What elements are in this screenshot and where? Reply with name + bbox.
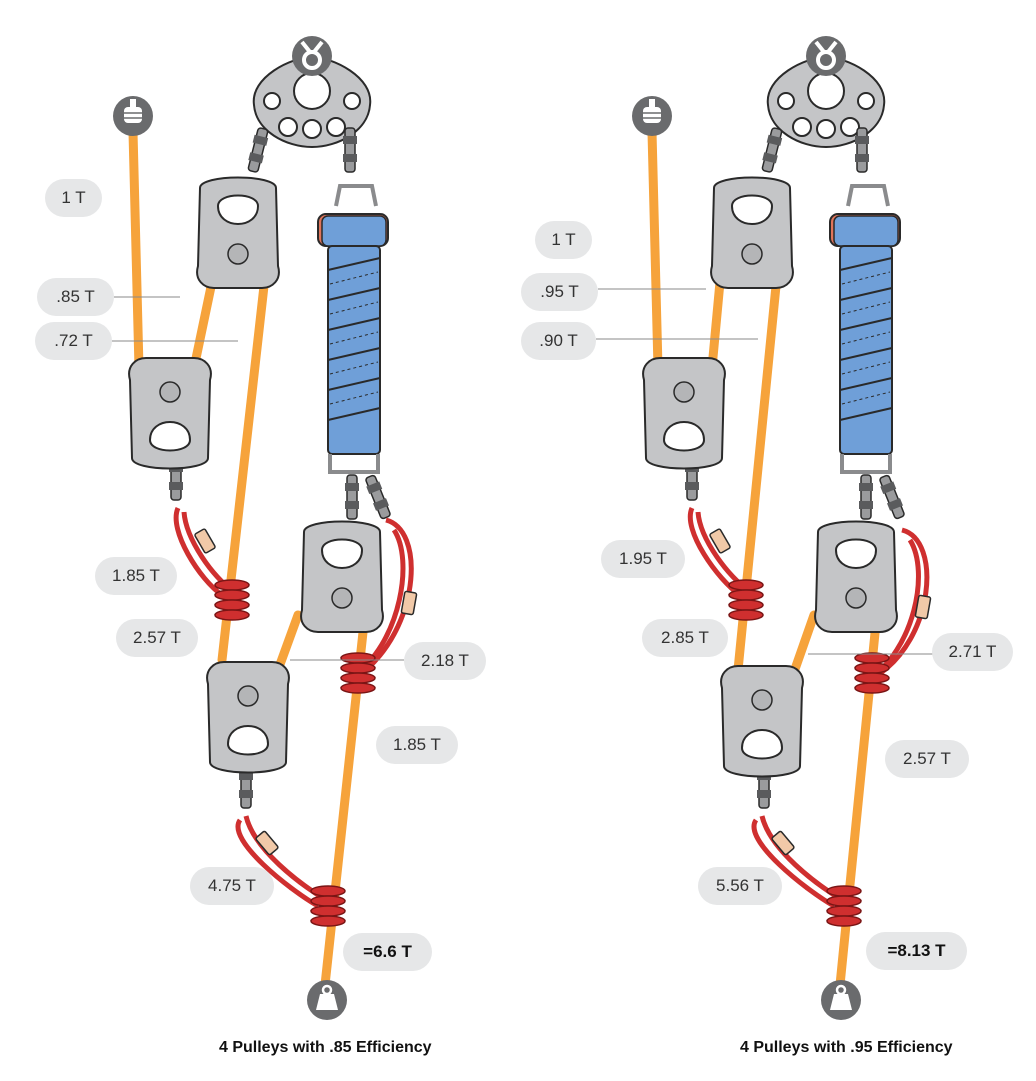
caption-right: 4 Pulleys with .95 Efficiency (740, 1039, 953, 1056)
caption-left: 4 Pulleys with .85 Efficiency (219, 1039, 432, 1056)
force-label-strand-b: .72 T (35, 322, 112, 360)
hand-pull-icon (631, 95, 673, 137)
force-label-strand-c: 2.57 T (116, 619, 198, 657)
sling-tag (709, 528, 731, 554)
friction-coil (340, 652, 376, 694)
pulley-3 (814, 520, 898, 633)
load-weight-icon (305, 978, 349, 1022)
force-label-sling-b: 4.75 T (190, 867, 274, 905)
swivel-connector (876, 473, 908, 521)
swivel-connector (342, 127, 358, 173)
swivel-connector (854, 127, 870, 173)
friction-coil (728, 579, 764, 621)
force-label-strand-d: 2.71 T (932, 633, 1013, 671)
swivel-connector (759, 126, 785, 174)
anchor-sling (317, 184, 389, 474)
pulley-2 (642, 357, 726, 470)
pulley-2 (128, 357, 212, 470)
force-label-strand-c: 2.85 T (642, 619, 728, 657)
force-label-strand-e: 2.57 T (885, 740, 969, 778)
pulley-3 (300, 520, 384, 633)
pulley-1 (710, 176, 794, 289)
anchor-sling (829, 184, 901, 474)
force-label-pull: 1 T (45, 179, 102, 217)
pulley-4 (206, 661, 290, 774)
force-label-total: =8.13 T (866, 932, 967, 970)
sling-tag (914, 594, 932, 620)
force-label-strand-b: .90 T (521, 322, 596, 360)
force-label-sling-b: 5.56 T (698, 867, 782, 905)
sling-tag (255, 830, 279, 856)
friction-coil (214, 579, 250, 621)
swivel-connector (858, 474, 874, 520)
force-label-pull: 1 T (535, 221, 592, 259)
force-label-total: =6.6 T (343, 933, 432, 971)
sling-tag (400, 590, 418, 616)
force-label-sling-a: 1.85 T (95, 557, 177, 595)
force-label-strand-d: 2.18 T (404, 642, 486, 680)
swivel-connector (344, 474, 360, 520)
force-label-sling-a: 1.95 T (601, 540, 685, 578)
force-label-strand-a: .85 T (37, 278, 114, 316)
system-right (596, 34, 934, 1022)
leader-lines (596, 288, 934, 655)
sling-tag (771, 830, 795, 856)
swivel-connector (362, 473, 394, 521)
force-label-strand-e: 1.85 T (376, 726, 458, 764)
anchor-plate-icon (804, 34, 848, 78)
hand-pull-icon (112, 95, 154, 137)
swivel-connector (245, 126, 271, 174)
force-label-strand-a: .95 T (521, 273, 598, 311)
pulley-4 (720, 665, 804, 778)
anchor-plate-icon (290, 34, 334, 78)
sling-tag (194, 528, 216, 554)
load-weight-icon (819, 978, 863, 1022)
leader-lines (112, 296, 404, 661)
system-left (112, 34, 418, 1022)
pulley-1 (196, 176, 280, 289)
